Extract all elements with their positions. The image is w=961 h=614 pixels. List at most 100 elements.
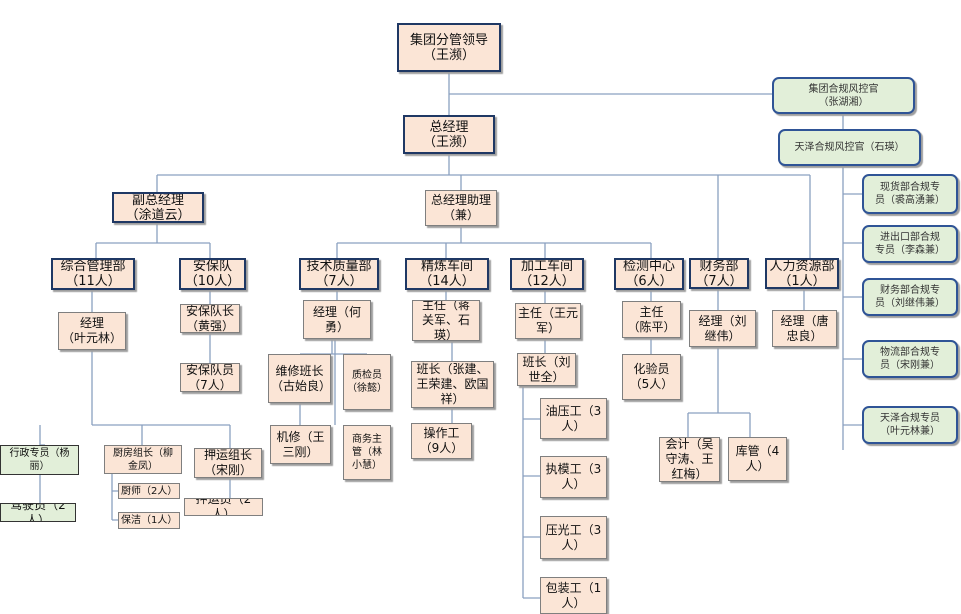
accountants-line2: 守涛、王 xyxy=(665,452,714,466)
business-manager-line2: 管（林 xyxy=(352,447,382,458)
gm-assistant-title: 总经理助理 xyxy=(430,193,491,207)
compliance-specialist-import-export: 进出口部合规专员（李森兼） xyxy=(862,225,958,263)
refining-operators-line1: 操作工 xyxy=(423,426,460,440)
compliance-specialist-line1: 天泽合规专员 xyxy=(880,413,940,424)
dept-count: （12人） xyxy=(519,274,575,289)
maintenance-leader-line2: （古始良） xyxy=(271,378,331,393)
accountants-line3: 红梅） xyxy=(671,467,708,481)
accountants-line1: 会计（吴 xyxy=(665,437,714,451)
dept-count: （11人） xyxy=(65,274,121,289)
cook-box: 厨师（2人） xyxy=(118,483,180,499)
compliance-specialist-line2: 员（裘高湧兼） xyxy=(875,195,945,206)
dept-title: 综合管理部 xyxy=(60,259,126,274)
dept-processing-box: 加工车间（12人） xyxy=(510,258,584,290)
group-compliance-officer-box: 集团合规风控官（张湖湘） xyxy=(772,77,915,114)
compliance-specialist-line2: 专员（李森兼） xyxy=(875,245,945,256)
processing-director-line1: 主任（王元 xyxy=(518,306,579,320)
dept-security-box: 安保队（10人） xyxy=(179,258,246,290)
escort-leader-line2: （宋刚） xyxy=(203,463,252,477)
cleaner-box: 保洁（1人） xyxy=(118,512,180,529)
refining-team-leaders-line3: 祥） xyxy=(440,392,465,406)
kitchen-leader-box: 厨房组长（柳金凤） xyxy=(104,445,182,474)
worker-line1: 压光工（3 xyxy=(545,522,602,537)
hr-manager-line1: 经理（唐 xyxy=(780,313,829,328)
tech-manager-line1: 经理（何 xyxy=(312,304,361,319)
compliance-specialist-line1: 进出口部合规 xyxy=(880,232,940,243)
deputy-gm-box: 副总经理（涂道云） xyxy=(112,192,204,223)
dept-title: 安保队 xyxy=(192,259,232,274)
mechanic-line2: 三刚） xyxy=(282,444,319,459)
security-leader-line1: 安保队长 xyxy=(185,304,234,318)
compliance-specialist-tianze: 天泽合规专员（叶元林兼） xyxy=(862,406,958,444)
admin-staff-line2: 丽） xyxy=(29,461,50,472)
escort-leader-line1: 押运组长 xyxy=(203,448,252,462)
dept-testing-box: 检测中心（6人） xyxy=(614,258,684,290)
inspector-line1: 质检员 xyxy=(352,370,382,381)
admin-staff-line1: 行政专员（杨 xyxy=(9,448,70,459)
group-leader-box: 集团分管领导（王濒） xyxy=(397,23,501,72)
dept-title: 技术质量部 xyxy=(306,259,372,274)
dept-count: （1人） xyxy=(778,273,826,289)
deputy-gm-title: 副总经理 xyxy=(131,192,184,208)
processing-director-line2: 军） xyxy=(535,321,560,335)
dept-hr-box: 人力资源部（1人） xyxy=(765,258,839,289)
dept-count: （7人） xyxy=(695,273,743,289)
processing-team-leader-box: 班长（刘世全） xyxy=(517,353,576,386)
testers-line1: 化验员 xyxy=(633,362,670,376)
compliance-specialist-line2: 员（宋刚兼） xyxy=(880,360,940,371)
security-guards-line1: 安保队员 xyxy=(185,363,234,377)
kitchen-leader-line1: 厨房组长（柳 xyxy=(113,447,173,459)
testing-director-box: 主任（陈平） xyxy=(622,301,681,338)
business-manager-line3: 小慧） xyxy=(352,460,382,471)
dept-title: 加工车间 xyxy=(520,259,573,274)
deputy-gm-name: （涂道云） xyxy=(125,207,191,223)
general-manager-box: 总经理（王濒） xyxy=(403,115,495,154)
mechanic-box: 机修（王三刚） xyxy=(270,425,331,464)
inspector-line2: （徐懿） xyxy=(347,383,387,394)
general-manager-title: 总经理 xyxy=(429,119,469,135)
testing-director-line2: （陈平） xyxy=(627,319,676,334)
group-leader-name: （王濒） xyxy=(422,47,475,63)
admin-manager-line2: （叶元林） xyxy=(61,331,122,345)
dept-refining-box: 精炼车间（14人） xyxy=(405,258,489,290)
dept-tech-box: 技术质量部（7人） xyxy=(299,258,379,290)
drivers-label: 驾驶员（2人） xyxy=(10,503,66,522)
testers-box: 化验员（5人） xyxy=(622,354,681,400)
dept-count: （14人） xyxy=(419,274,475,289)
drivers-box: 驾驶员（2人） xyxy=(0,503,76,522)
storekeepers-line2: 人） xyxy=(745,459,770,473)
compliance-specialist-line1: 物流部合规专 xyxy=(880,347,940,358)
security-guards-box: 安保队员（7人） xyxy=(180,363,240,392)
testing-director-line1: 主任 xyxy=(639,304,664,319)
testers-line2: （5人） xyxy=(629,377,674,391)
compliance-specialist-line1: 财务部合规专 xyxy=(880,285,940,296)
dept-title: 财务部 xyxy=(699,258,739,274)
cook-label: 厨师（2人） xyxy=(121,485,178,497)
dept-count: （10人） xyxy=(184,274,241,289)
dept-title: 检测中心 xyxy=(622,259,675,274)
worker-line1: 执模工（3 xyxy=(545,462,602,476)
refining-director-line3: 瑛） xyxy=(433,328,458,341)
compliance-specialist-logistics: 物流部合规专员（宋刚兼） xyxy=(862,340,958,378)
dept-count: （6人） xyxy=(625,274,673,289)
worker-line2: 人） xyxy=(561,477,586,491)
refining-team-leaders-box: 班长（张建、王荣建、欧国祥） xyxy=(411,361,494,408)
compliance-specialist-line2: 员（刘继伟兼） xyxy=(875,298,945,309)
tech-manager-line2: 勇） xyxy=(324,319,349,334)
admin-staff-box: 行政专员（杨丽） xyxy=(0,445,79,475)
compliance-specialist-finance: 财务部合规专员（刘继伟兼） xyxy=(862,278,958,316)
tech-manager-box: 经理（何勇） xyxy=(303,300,371,339)
refining-team-leaders-line2: 王荣建、欧国 xyxy=(416,377,489,391)
processing-team-leader-line2: 世全） xyxy=(528,369,565,384)
finance-manager-line1: 经理（刘 xyxy=(698,313,747,328)
worker-line2: 人） xyxy=(561,418,586,433)
escort-leader-box: 押运组长（宋刚） xyxy=(194,448,262,478)
refining-director-line2: 关军、石 xyxy=(421,313,470,327)
escort-staff-label: 押运员（2人） xyxy=(195,498,252,516)
refining-director-line1: 主任（蒋 xyxy=(421,300,470,312)
security-leader-line2: （黄强） xyxy=(185,318,234,333)
